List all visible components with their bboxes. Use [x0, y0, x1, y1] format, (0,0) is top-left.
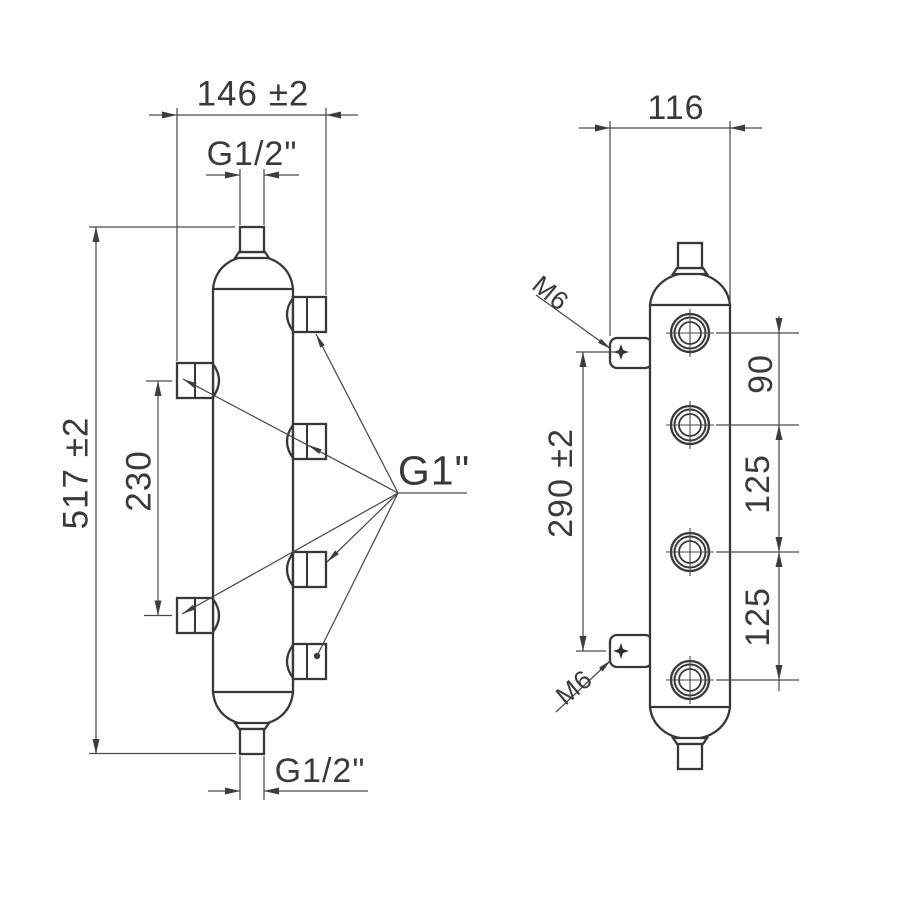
port-circles	[666, 309, 714, 704]
port-circle	[666, 528, 714, 576]
dim-overall-height-text: 517 ±2	[56, 417, 95, 530]
dim-side-port-spacing-text: 230	[119, 450, 158, 511]
nozzle	[291, 295, 328, 334]
dim-depth: 116	[579, 89, 762, 336]
dim-port-spacing-bottom-text: 125	[739, 587, 777, 647]
dim-overall-width: 146 ±2	[149, 74, 358, 361]
side-view: 116 M6 M6 290 ±2	[527, 89, 799, 771]
dim-bracket-spacing-text: 290 ±2	[542, 428, 580, 538]
dim-bottom-connection-text: G1/2"	[275, 752, 366, 790]
port-circle	[666, 309, 714, 357]
side-nozzles-right	[285, 295, 328, 681]
callout-bracket-thread-bottom-text: M6	[550, 663, 598, 710]
dim-depth-text: 116	[647, 89, 704, 127]
bracket-center-marker	[613, 643, 629, 659]
port-circle	[666, 401, 714, 449]
port-circle	[666, 656, 714, 704]
dim-bottom-connection: G1/2"	[208, 752, 368, 800]
nozzle	[291, 422, 328, 461]
dim-top-connection-text: G1/2"	[207, 135, 298, 173]
dim-overall-width-text: 146 ±2	[197, 74, 310, 113]
callout-side-connections-text: G1"	[398, 447, 470, 493]
dim-bracket-spacing: 290 ±2	[542, 351, 622, 652]
bottom-port-stub	[676, 742, 704, 771]
dim-overall-height: 517 ±2	[56, 226, 236, 755]
bottom-port-stub	[238, 727, 266, 756]
top-port-stub	[676, 241, 704, 270]
dim-port-spacing-chain: 90 125 125	[716, 316, 799, 691]
dim-side-port-spacing: 230	[119, 380, 172, 617]
dim-top-connection: G1/2"	[206, 135, 299, 225]
callout-bracket-thread-top-text: M6	[527, 269, 575, 316]
front-view: 146 ±2 G1/2" 517 ±2 23	[56, 74, 470, 800]
nozzle	[291, 550, 328, 589]
leader-dot	[313, 652, 321, 660]
top-port-stub	[238, 225, 266, 254]
vessel-body-outline	[211, 254, 295, 727]
side-nozzles-left	[175, 361, 221, 635]
dim-port-spacing-middle-text: 125	[739, 454, 777, 514]
dim-port-spacing-top-text: 90	[742, 354, 780, 394]
callout-side-connections: G1"	[181, 333, 470, 660]
